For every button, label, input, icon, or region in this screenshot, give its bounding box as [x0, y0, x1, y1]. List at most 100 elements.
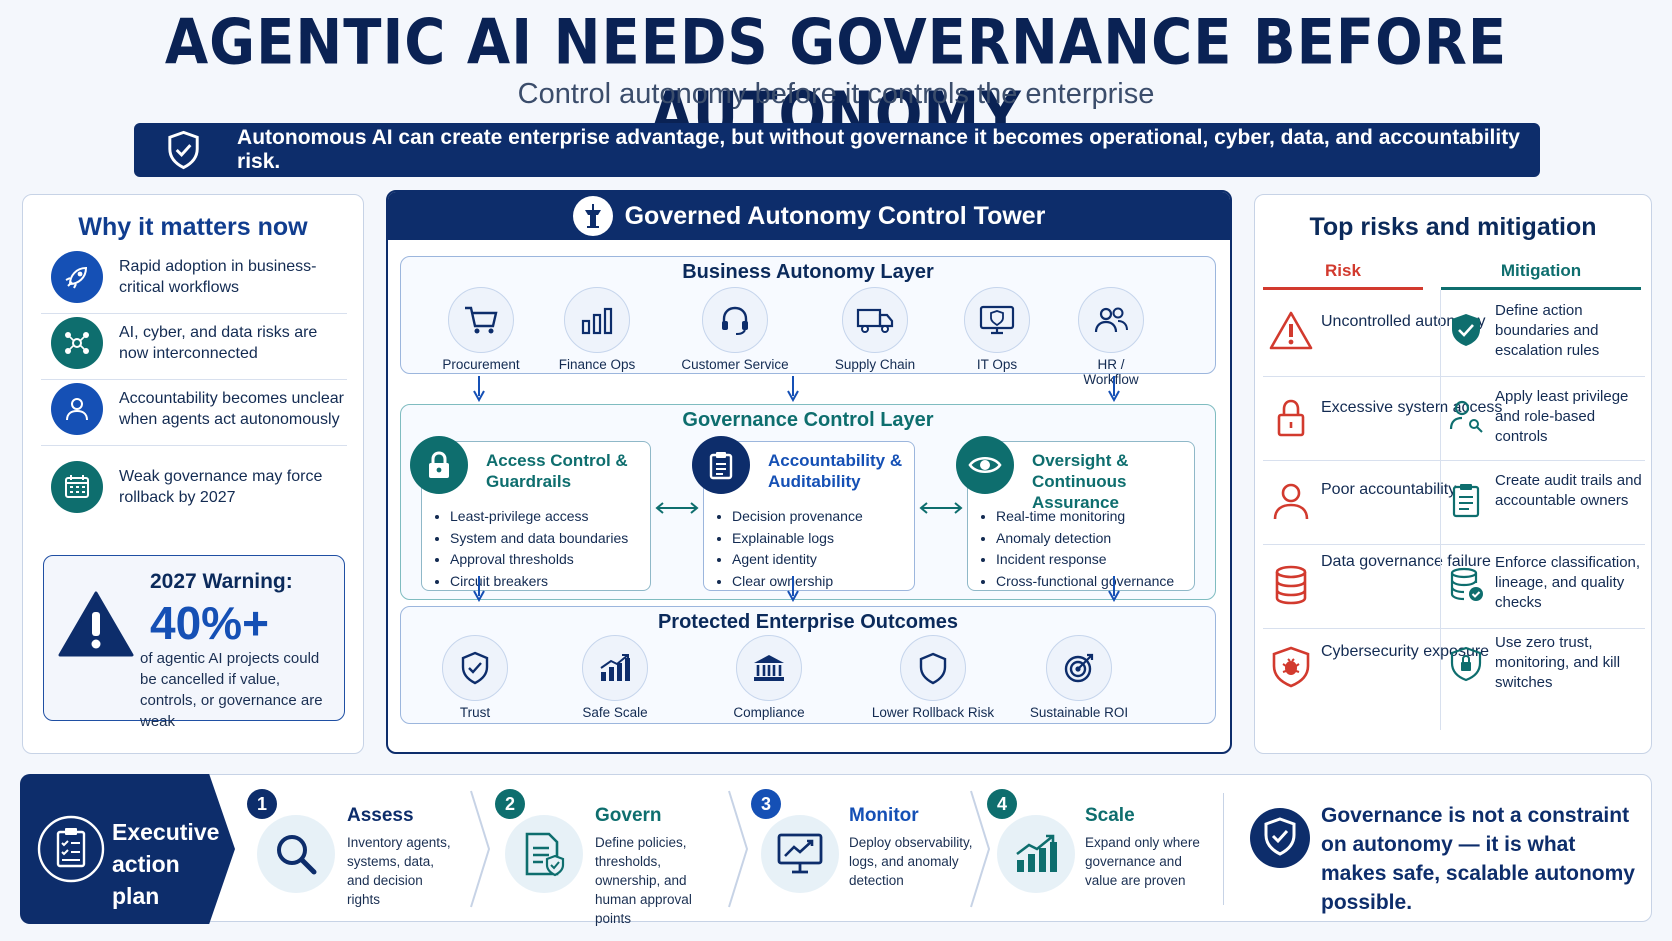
risk-row: Poor accountability Create audit trails … [1263, 461, 1645, 545]
step-title: Scale [1085, 805, 1135, 826]
person-icon [1273, 483, 1309, 520]
lock-icon [1277, 399, 1305, 437]
step-description: Deploy observability, logs, and anomaly … [849, 835, 973, 888]
risk-text: Cybersecurity exposure [1321, 643, 1490, 660]
policy-document-icon [505, 815, 583, 893]
warning-callout: 2027 Warning: 40%+ of agentic AI project… [43, 555, 345, 730]
outcomes-layer-title: Protected Enterprise Outcomes [657, 611, 959, 633]
why-text: Rapid adoption in business-critical work… [119, 258, 317, 296]
mitigation-text: Define action boundaries and escalation … [1495, 302, 1600, 359]
outcome-trust: Trust [415, 635, 535, 720]
clipboard-icon [692, 436, 750, 494]
eye-icon [956, 436, 1014, 494]
key-message-banner: Autonomous AI can create enterprise adva… [134, 123, 1540, 177]
database-check-icon [1450, 567, 1483, 601]
unit-supply-chain: Supply Chain [815, 287, 935, 372]
why-item: Rapid adoption in business-critical work… [41, 251, 347, 314]
unit-label: HR / Workflow [1083, 357, 1139, 387]
warning-triangle-icon [58, 591, 134, 657]
growth-chart-icon [582, 635, 648, 701]
box-title: Accountability & Auditability [768, 451, 903, 491]
shield-check-icon [168, 130, 199, 170]
risk-header-rule [1263, 287, 1423, 290]
database-icon [1275, 565, 1307, 605]
mitigation-header-rule [1441, 287, 1641, 290]
warning-value: 40%+ [150, 597, 269, 649]
mitigation-text: Use zero trust, monitoring, and kill swi… [1495, 634, 1621, 691]
risk-text: Uncontrolled autonomy [1321, 313, 1486, 330]
control-list: Decision provenance Explainable logs Age… [732, 506, 863, 592]
outcome-compliance: Compliance [709, 635, 829, 720]
unit-procurement: Procurement [421, 287, 541, 372]
page-title: AGENTIC AI NEEDS GOVERNANCE BEFORE AUTON… [164, 6, 1508, 152]
governance-layer-title: Governance Control Layer [682, 409, 934, 431]
risk-text: Poor accountability [1321, 481, 1457, 498]
headset-icon [702, 287, 768, 353]
unit-label: Finance Ops [558, 357, 636, 372]
shield-bug-icon [1272, 646, 1310, 688]
list-item: Least-privilege access [450, 506, 628, 528]
mitigation-text: Enforce classification, lineage, and qua… [1495, 554, 1641, 611]
unit-label: Compliance [733, 705, 805, 720]
outcome-lower-rollback-risk: Lower Rollback Risk [863, 635, 1003, 720]
list-item: Approval thresholds [450, 549, 628, 571]
checklist-clipboard-icon [37, 815, 105, 883]
person-icon [51, 383, 103, 435]
row-divider [1263, 376, 1645, 377]
chevron-right-icon [970, 790, 991, 908]
protected-outcomes-layer: Protected Enterprise Outcomes Trust Safe… [400, 606, 1216, 724]
mitigation-column-header: Mitigation [1500, 261, 1582, 280]
warning-triangle-icon [1269, 311, 1313, 350]
why-item: AI, cyber, and data risks are now interc… [41, 317, 347, 380]
why-text: Weak governance may force rollback by 20… [119, 468, 323, 506]
flow-arrow-icon [1108, 376, 1120, 402]
target-icon [1046, 635, 1112, 701]
unit-label: Customer Service [681, 357, 789, 372]
page-subtitle: Control autonomy before it controls the … [517, 78, 1155, 110]
step-scale: 4 Scale Expand only where governance and… [987, 775, 1217, 921]
unit-label: Sustainable ROI [1029, 705, 1129, 720]
shield-check-icon [442, 635, 508, 701]
action-plan-title: Executive action plan [112, 819, 220, 909]
column-divider [1440, 290, 1441, 730]
unit-finance-ops: Finance Ops [537, 287, 657, 372]
monitor-chart-icon [761, 815, 839, 893]
bidirectional-arrow-icon [655, 502, 699, 514]
control-tower-header: Governed Autonomy Control Tower [388, 192, 1230, 240]
cart-icon [448, 287, 514, 353]
lock-icon [410, 436, 468, 494]
list-item: Clear ownership [732, 571, 863, 593]
unit-label: Trust [459, 705, 491, 720]
unit-it-ops: IT Ops [937, 287, 1057, 372]
monitor-shield-icon [964, 287, 1030, 353]
step-title: Monitor [849, 805, 919, 826]
flow-arrow-icon [787, 576, 799, 602]
network-icon [51, 317, 103, 369]
business-autonomy-layer: Business Autonomy Layer Procurement Fina… [400, 256, 1216, 387]
control-list: Least-privilege access System and data b… [450, 506, 628, 592]
row-divider [1263, 460, 1645, 461]
bar-chart-icon [564, 287, 630, 353]
flow-arrow-icon [1108, 576, 1120, 602]
rocket-icon [51, 251, 103, 303]
calendar-icon [51, 461, 103, 513]
magnifier-icon [257, 815, 335, 893]
growth-chart-icon [997, 815, 1075, 893]
unit-hr-workflow: HR / Workflow [1051, 287, 1171, 387]
warning-description: of agentic AI projects could be cancelle… [140, 650, 323, 730]
mitigation-text: Create audit trails and accountable owne… [1495, 472, 1642, 509]
shield-lock-icon [1450, 646, 1482, 682]
box-title: Access Control & Guardrails [486, 451, 628, 491]
step-assess: 1 Assess Inventory agents, systems, data… [235, 775, 475, 921]
step-number: 3 [751, 789, 781, 819]
shield-check-icon [1452, 314, 1480, 346]
list-item: Anomaly detection [996, 528, 1174, 550]
step-title: Govern [595, 805, 662, 826]
flow-arrow-icon [473, 376, 485, 402]
risk-row: Excessive system access Apply least priv… [1263, 377, 1645, 461]
control-list: Real-time monitoring Anomaly detection I… [996, 506, 1174, 592]
unit-label: Procurement [442, 357, 520, 372]
why-item: Accountability becomes unclear when agen… [41, 383, 347, 446]
list-item: Incident response [996, 549, 1174, 571]
chevron-right-icon [470, 790, 491, 908]
